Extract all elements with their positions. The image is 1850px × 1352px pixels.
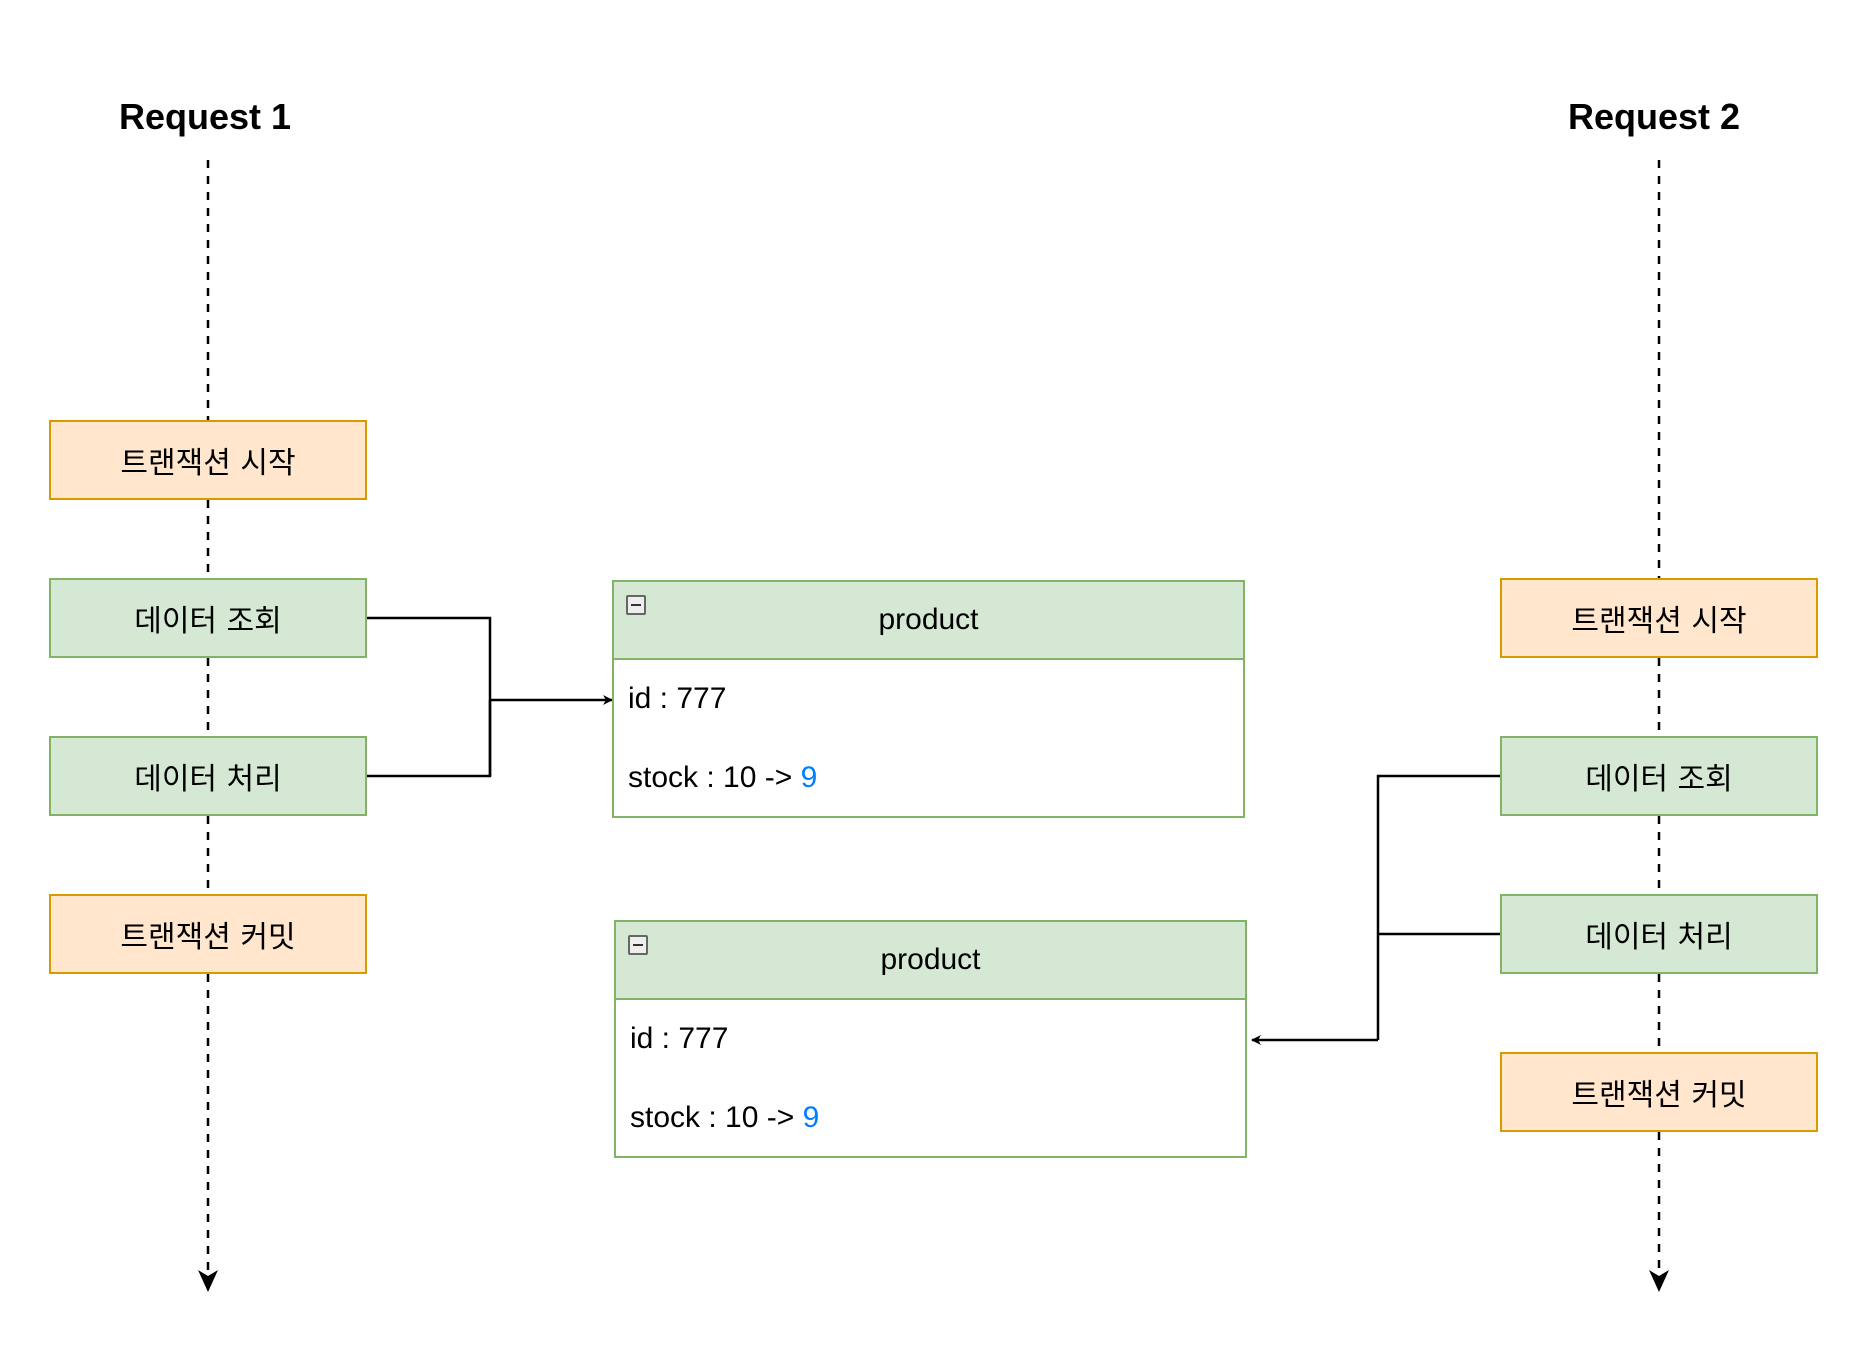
request2-data-process[interactable]: 데이터 처리 [1500,894,1818,974]
entity-field-stock: stock : 10 -> 9 [630,1100,819,1136]
request1-title: Request 1 [118,96,292,137]
product-entity-request2[interactable]: product id : 777 stock : 10 -> 9 [614,920,1247,1158]
entity-field-id: id : 777 [630,1022,729,1055]
minus-square-icon[interactable] [628,935,648,955]
request2-title: Request 2 [1567,96,1741,137]
request1-data-process[interactable]: 데이터 처리 [49,736,367,816]
request2-data-read[interactable]: 데이터 조회 [1500,736,1818,816]
product-entity-request1[interactable]: product id : 777 stock : 10 -> 9 [612,580,1245,818]
entity-header: product [614,582,1243,660]
entity-field-stock: stock : 10 -> 9 [628,760,817,796]
entity-name: product [880,943,981,976]
request1-data-read[interactable]: 데이터 조회 [49,578,367,658]
minus-square-icon[interactable] [626,595,646,615]
stock-new-value: 9 [800,761,818,794]
request1-transaction-start[interactable]: 트랜잭션 시작 [49,420,367,500]
entity-field-id: id : 777 [628,682,727,715]
entity-header: product [616,922,1245,1000]
stock-change-label: stock : 10 -> [628,761,801,794]
request1-transaction-commit[interactable]: 트랜잭션 커밋 [49,894,367,974]
stock-new-value: 9 [802,1101,820,1134]
request2-entity-connector [1251,774,1502,1045]
entity-name: product [878,603,979,636]
request2-lifeline-arrowhead-icon [1649,1270,1669,1292]
stock-change-label: stock : 10 -> [630,1101,803,1134]
request1-entity-connector [367,616,613,778]
request2-transaction-commit[interactable]: 트랜잭션 커밋 [1500,1052,1818,1132]
request1-lifeline-arrowhead-icon [198,1270,218,1292]
request2-transaction-start[interactable]: 트랜잭션 시작 [1500,578,1818,658]
